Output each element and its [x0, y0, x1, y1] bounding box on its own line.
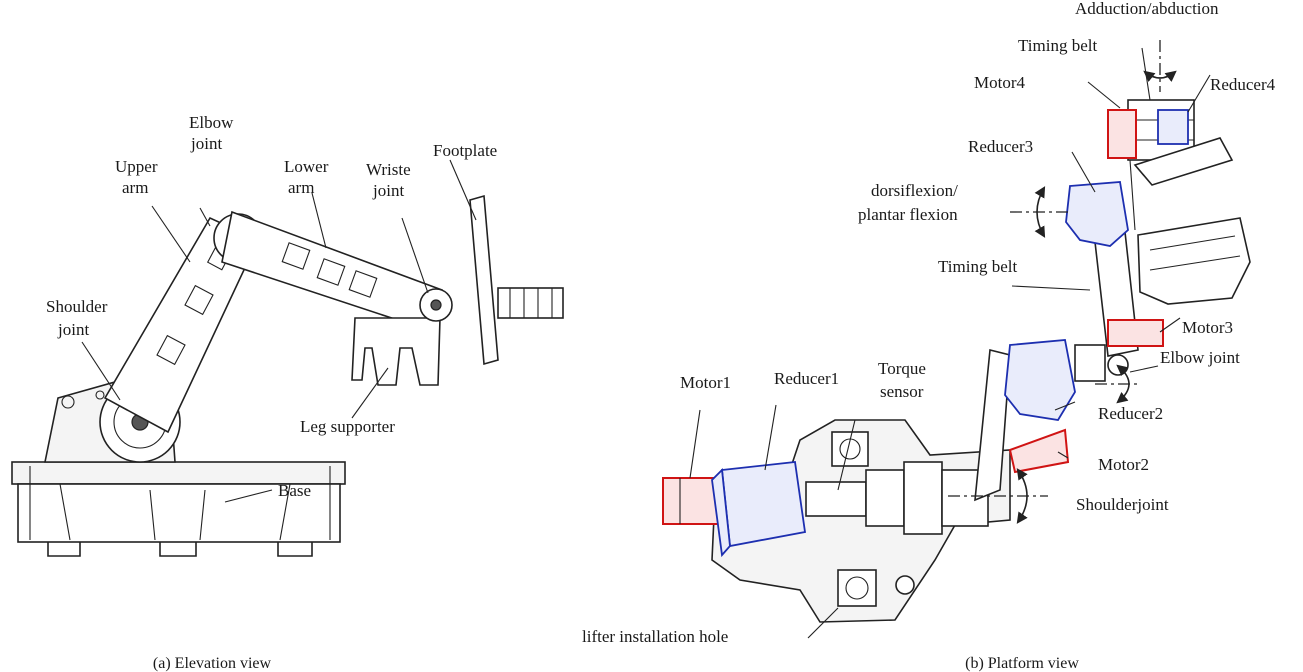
label-elbow-joint-1: Elbow	[189, 113, 234, 132]
label-footplate: Footplate	[433, 141, 497, 160]
platform-view: Adduction/abduction Timing belt Motor4 R…	[582, 0, 1276, 672]
leader-lines-a	[81, 159, 477, 503]
label-lower-arm-2: arm	[288, 178, 314, 197]
motor2-drawing	[1008, 428, 1070, 474]
label-elbow-joint-b: Elbow joint	[1160, 348, 1240, 367]
leg-cuff-drawing	[1137, 217, 1251, 305]
label-upper-arm-1: Upper	[115, 157, 158, 176]
motor3-drawing	[1107, 319, 1164, 347]
label-elbow-joint-2: joint	[190, 134, 222, 153]
caption-elevation-view: (a) Elevation view	[153, 655, 272, 672]
label-motor3: Motor3	[1182, 318, 1233, 337]
label-torque-sensor-1: Torque	[878, 359, 926, 378]
reducer2-drawing	[1004, 339, 1076, 421]
leader-lines-b	[689, 47, 1211, 639]
leg-supporter-drawing	[351, 317, 441, 386]
reducer4-drawing	[1157, 109, 1189, 145]
label-reducer3: Reducer3	[968, 137, 1033, 156]
label-wrist-joint-2: joint	[372, 181, 404, 200]
label-wrist-joint-1: Wriste	[366, 160, 411, 179]
reducer3-drawing	[1065, 181, 1129, 247]
label-motor1: Motor1	[680, 373, 731, 392]
wrist-joint-drawing	[419, 288, 453, 322]
label-shoulder-joint-1: Shoulder	[46, 297, 108, 316]
footplate-drawing	[469, 194, 564, 366]
reducer1-drawing	[711, 461, 807, 558]
label-motor2: Motor2	[1098, 455, 1149, 474]
label-lower-arm-1: Lower	[284, 157, 329, 176]
caption-platform-view: (b) Platform view	[965, 655, 1079, 672]
label-adduction-abduction: Adduction/abduction	[1075, 0, 1219, 18]
label-lifter-hole: lifter installation hole	[582, 627, 728, 646]
axes-and-arrows	[948, 40, 1177, 524]
lower-arm-drawing	[221, 210, 444, 332]
label-shoulder-joint-b: Shoulderjoint	[1076, 495, 1169, 514]
label-upper-arm-2: arm	[122, 178, 148, 197]
label-motor4: Motor4	[974, 73, 1026, 92]
label-dorsiflexion-1: dorsiflexion/	[871, 181, 958, 200]
elevation-labels: Elbow joint Upper arm Lower arm Wriste j…	[46, 113, 497, 500]
motor4-drawing	[1107, 109, 1137, 159]
label-base: Base	[278, 481, 311, 500]
label-shoulder-joint-2: joint	[57, 320, 89, 339]
label-timing-belt-mid: Timing belt	[938, 257, 1017, 276]
platform-labels: Adduction/abduction Timing belt Motor4 R…	[582, 0, 1276, 646]
label-torque-sensor-2: sensor	[880, 382, 924, 401]
label-reducer4: Reducer4	[1210, 75, 1276, 94]
label-reducer1: Reducer1	[774, 369, 839, 388]
label-dorsiflexion-2: plantar flexion	[858, 205, 958, 224]
label-timing-belt-top: Timing belt	[1018, 36, 1097, 55]
label-reducer2: Reducer2	[1098, 404, 1163, 423]
elevation-view: Elbow joint Upper arm Lower arm Wriste j…	[11, 113, 564, 672]
label-leg-supporter: Leg supporter	[300, 417, 395, 436]
